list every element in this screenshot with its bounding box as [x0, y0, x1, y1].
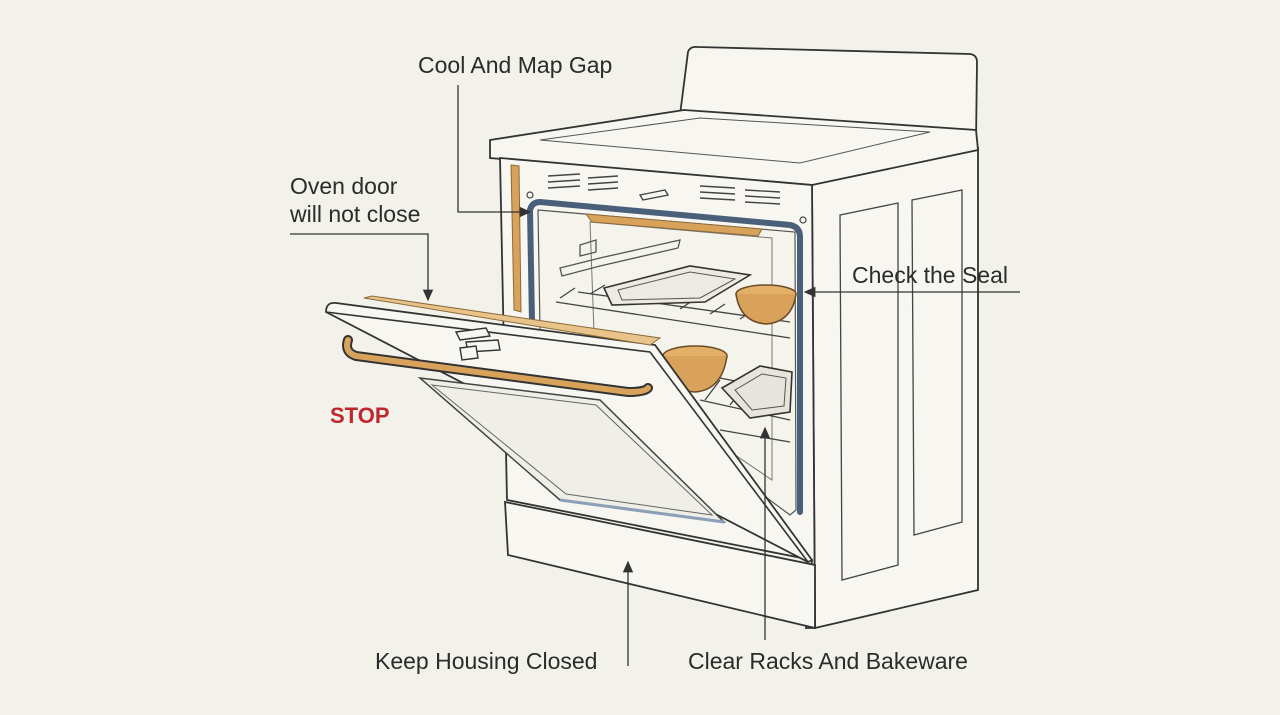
leader-oven-door [290, 233, 434, 302]
label-keep-housing-closed: Keep Housing Closed [375, 648, 598, 674]
side-recess-right [911, 189, 963, 536]
oven-side-panel [811, 146, 979, 630]
door-seal [527, 198, 803, 515]
cooktop-inner [539, 117, 931, 164]
label-oven-door-line2: will not close [290, 201, 421, 227]
stop-label: STOP [330, 403, 390, 428]
frame-gap-strip [510, 164, 522, 313]
side-recess-left [839, 202, 899, 581]
oven-cooktop [489, 109, 979, 186]
label-clear-racks-and-bakeware: Clear Racks And Bakeware [688, 648, 968, 674]
label-oven-door-line1: Oven door [290, 173, 398, 199]
leader-cool-gap [457, 85, 532, 218]
front-vents [547, 173, 781, 205]
oven-backguard [678, 45, 978, 144]
label-check-the-seal: Check the Seal [852, 262, 1008, 288]
top-heating-strip [584, 213, 763, 237]
door-latch [454, 327, 501, 361]
oven-bottom-housing [504, 500, 816, 630]
door-top-gasket [363, 295, 662, 346]
baking-bowl-upper [735, 284, 797, 325]
label-cool-and-map-gap: Cool And Map Gap [418, 52, 613, 78]
small-baking-dish [720, 365, 793, 419]
